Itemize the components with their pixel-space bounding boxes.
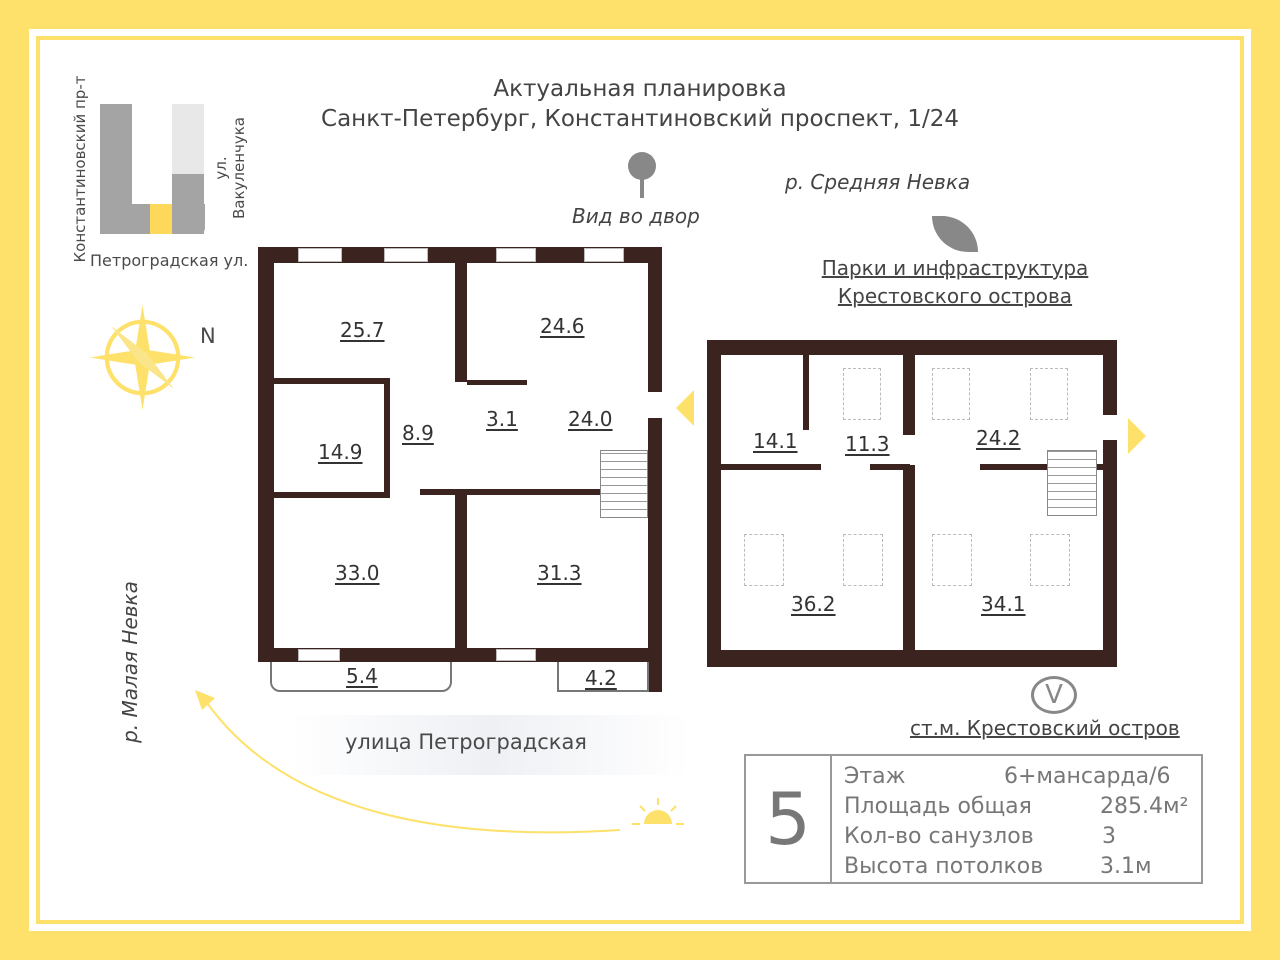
room-area: 5.4: [346, 664, 378, 688]
parks-link-2[interactable]: Крестовского острова: [837, 284, 1073, 308]
room-area: 24.0: [568, 407, 613, 431]
plan-title: Актуальная планировка: [493, 76, 787, 102]
sun-icon: [632, 796, 684, 832]
room-area: 33.0: [335, 561, 380, 585]
street-label: улица Петроградская: [345, 730, 587, 754]
metro-link[interactable]: ст.м. Крестовский остров: [910, 716, 1180, 740]
info-label: Высота потолков: [844, 854, 1044, 879]
room-area: 4.2: [585, 666, 617, 690]
entrance-marker-icon: [676, 390, 694, 426]
metro-icon: V: [1031, 676, 1077, 714]
compass-icon: [90, 305, 195, 414]
info-label: Кол-во санузлов: [844, 824, 1034, 849]
room-area: 34.1: [981, 592, 1026, 616]
entrance-marker-icon: [1128, 418, 1146, 454]
info-value: 3: [1102, 824, 1116, 849]
room-area: 36.2: [791, 592, 836, 616]
plan-address: Санкт-Петербург, Константиновский проспе…: [321, 106, 959, 132]
room-area: 31.3: [537, 561, 582, 585]
north-label: N: [200, 324, 216, 348]
room-area: 25.7: [340, 318, 385, 342]
sun-path-arrow: [190, 690, 630, 854]
info-value: 285.4м²: [1100, 794, 1189, 819]
room-area: 24.6: [540, 314, 585, 338]
room-area: 11.3: [845, 432, 890, 456]
parks-link[interactable]: Парки и инфраструктура: [821, 256, 1089, 280]
room-area: 14.1: [753, 429, 798, 453]
info-value: 3.1м: [1100, 854, 1152, 879]
room-area: 24.2: [976, 426, 1021, 450]
floor-number: 5: [746, 756, 832, 882]
river-small-label: р. Малая Невка: [118, 581, 142, 743]
pin-icon: [628, 152, 656, 180]
room-area: 8.9: [402, 421, 434, 445]
info-value: 6+мансарда/6: [1004, 764, 1171, 789]
info-label: Этаж: [844, 764, 906, 789]
river-middle-label: р. Средняя Невка: [785, 170, 971, 194]
room-area: 14.9: [318, 440, 363, 464]
room-area: 3.1: [486, 407, 518, 431]
yard-view-label: Вид во двор: [572, 204, 700, 228]
info-label: Площадь общая: [844, 794, 1032, 819]
street-bottom-label: Петроградская ул.: [90, 251, 249, 270]
frame-inner: [36, 36, 1244, 924]
